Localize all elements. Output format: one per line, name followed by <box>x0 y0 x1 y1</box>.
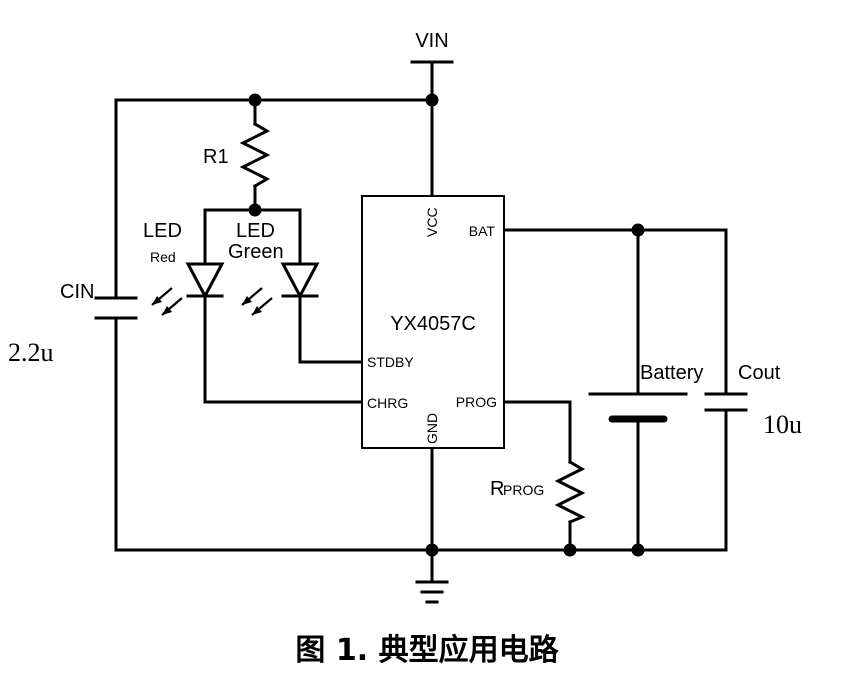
junction-dot <box>248 203 262 217</box>
r1-label: R1 <box>203 146 229 168</box>
cin-value: 2.2u <box>8 338 54 367</box>
junction-dot <box>425 543 439 557</box>
led-green: LED Green <box>228 220 320 316</box>
capacitor-cin: CIN 2.2u <box>8 281 138 367</box>
rprog-label-main: R <box>490 478 504 500</box>
ic-yx4057c: YX4057C VCC BAT STDBY CHRG PROG GND <box>361 195 505 449</box>
battery: Battery <box>588 362 703 423</box>
figure-caption: 图 1. 典型应用电路 <box>295 633 559 668</box>
battery-label: Battery <box>640 362 703 384</box>
led-green-color: Green <box>228 241 284 263</box>
vin-label: VIN <box>415 30 448 52</box>
pin-prog-label: PROG <box>456 394 497 410</box>
pin-vcc-label: VCC <box>424 207 440 237</box>
led-red-title: LED <box>143 220 182 242</box>
pin-bat-label: BAT <box>469 223 496 239</box>
vin-terminal: VIN <box>410 30 454 64</box>
junction-dot <box>563 543 577 557</box>
light-emission-arrows-red <box>151 287 183 316</box>
resistor-rprog: R PROG <box>490 459 586 524</box>
light-emission-arrows-green <box>241 287 273 316</box>
junction-dot <box>631 543 645 557</box>
resistor-r1: R1 <box>203 121 271 189</box>
ic-name: YX4057C <box>390 313 476 335</box>
junction-dot <box>631 223 645 237</box>
cout-label: Cout <box>738 362 781 384</box>
pin-stdby-label: STDBY <box>367 354 414 370</box>
pin-chrg-label: CHRG <box>367 395 408 411</box>
cin-label: CIN <box>60 281 94 303</box>
led-green-title: LED <box>236 220 275 242</box>
capacitor-cout: Cout 10u <box>704 362 802 439</box>
led-red: LED Red <box>143 220 225 316</box>
junction-dot <box>248 93 262 107</box>
junction-dot <box>425 93 439 107</box>
wires <box>114 60 728 584</box>
ground-icon <box>415 580 449 604</box>
pin-gnd-label: GND <box>424 413 440 444</box>
cout-value: 10u <box>763 410 802 439</box>
junction-dots <box>248 93 645 557</box>
rprog-label-sub: PROG <box>503 482 544 498</box>
led-red-color: Red <box>150 249 176 265</box>
